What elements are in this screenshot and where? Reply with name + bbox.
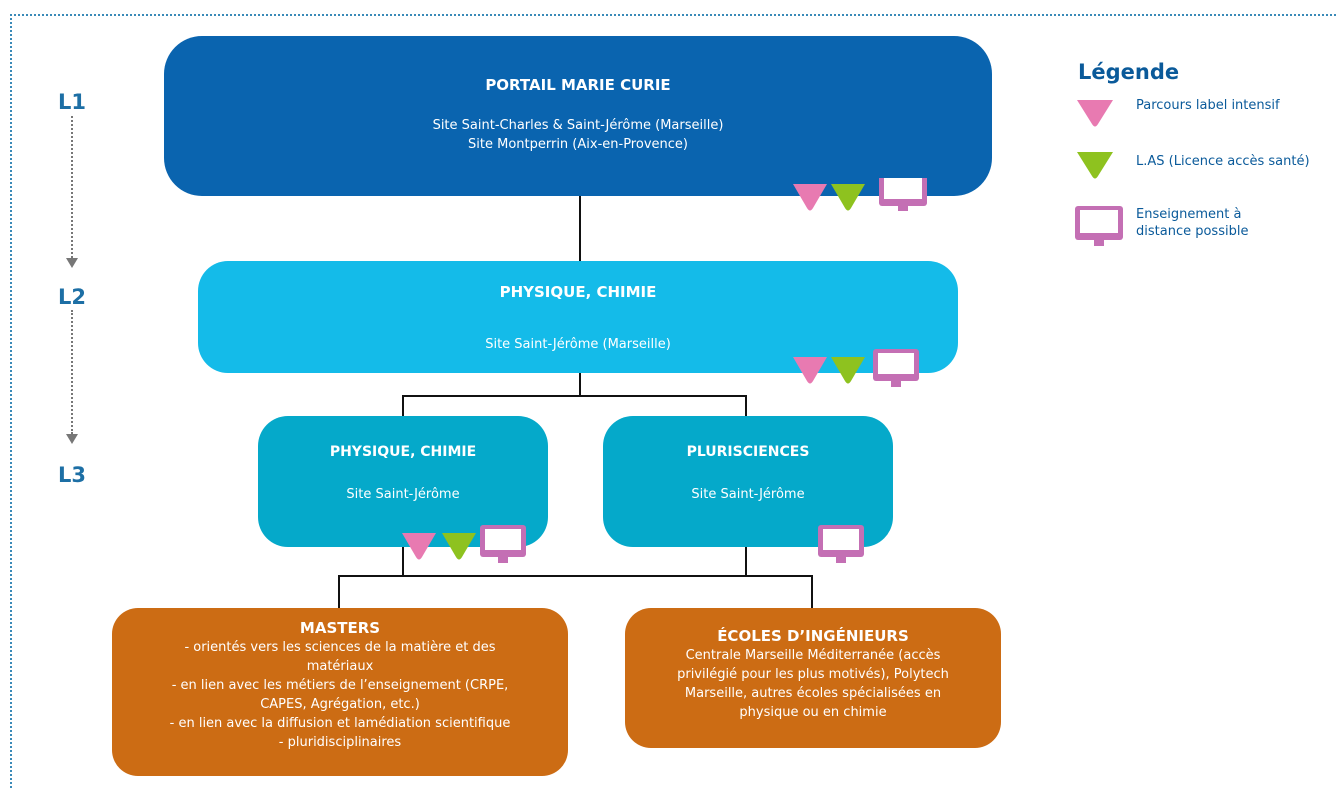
masters-line: matériaux <box>306 659 374 674</box>
masters-box: MASTERS - orientés vers les sciences de … <box>112 608 568 776</box>
portail-site-line-2: Site Montperrin (Aix-en-Provence) <box>468 137 688 152</box>
pink-triangle-icon <box>402 533 436 560</box>
l2-title: PHYSIQUE, CHIMIE <box>499 283 657 301</box>
portail-badges <box>793 178 927 211</box>
pink-triangle-icon <box>793 184 827 211</box>
portail-marie-curie-box: PORTAIL MARIE CURIE Site Saint-Charles &… <box>164 36 992 196</box>
green-triangle-icon <box>1077 152 1113 179</box>
level-connector-l2-l3 <box>71 310 73 434</box>
portail-site-line-1: Site Saint-Charles & Saint-Jérôme (Marse… <box>432 118 724 133</box>
monitor-icon <box>873 349 919 387</box>
masters-title: MASTERS <box>299 619 381 637</box>
masters-line: - pluridisciplinaires <box>278 735 402 750</box>
pink-triangle-icon <box>793 357 827 384</box>
connector-bottom-horizontal <box>338 575 813 577</box>
level-l3: L3 <box>58 463 86 487</box>
monitor-icon <box>1075 206 1123 246</box>
frame-left-border <box>10 14 12 788</box>
l2-badges <box>793 349 919 387</box>
monitor-icon <box>480 525 526 563</box>
legend-title: Légende <box>1078 60 1180 84</box>
pink-triangle-icon <box>1077 100 1113 127</box>
ecoles-line: privilégié pour les plus motivés), Polyt… <box>677 667 949 682</box>
legend-item-label: Enseignement à distance possible <box>1136 207 1249 239</box>
monitor-icon <box>818 525 864 563</box>
connector-to-masters <box>338 575 340 609</box>
ecoles-line: physique ou en chimie <box>739 705 887 720</box>
connector-l3-right-down <box>745 546 747 576</box>
masters-line: - orientés vers les sciences de la matiè… <box>184 640 496 655</box>
level-connector-l1-l2 <box>71 116 73 258</box>
legend-item-label: Parcours label intensif <box>1136 98 1280 113</box>
level-l1: L1 <box>58 90 86 114</box>
legend-item-label: L.AS (Licence accès santé) <box>1136 154 1310 169</box>
connector-l3-horizontal <box>402 395 747 397</box>
connector-l1-l2 <box>579 195 581 261</box>
connector-l2-split <box>579 372 581 396</box>
connector-l3-left-down <box>402 546 404 576</box>
portail-title: PORTAIL MARIE CURIE <box>485 76 671 94</box>
monitor-icon <box>879 178 927 211</box>
green-triangle-icon <box>442 533 476 560</box>
masters-line: - en lien avec les métiers de l’enseigne… <box>171 678 509 693</box>
green-triangle-icon <box>831 357 865 384</box>
l2-site: Site Saint-Jérôme (Marseille) <box>485 337 671 352</box>
l3-plurisciences-title: PLURISCIENCES <box>686 444 810 460</box>
l3-physchim-badges <box>402 525 526 563</box>
green-triangle-icon <box>831 184 865 211</box>
l3-plurisciences-badges <box>818 525 864 563</box>
connector-l3-right <box>745 395 747 417</box>
masters-line: - en lien avec la diffusion et lamédiati… <box>169 716 511 731</box>
l3-plurisciences-site: Site Saint-Jérôme <box>691 487 805 502</box>
ecoles-title: ÉCOLES D’INGÉNIEURS <box>717 627 909 645</box>
frame-top-border <box>10 14 1336 16</box>
l2-physique-chimie-box: PHYSIQUE, CHIMIE Site Saint-Jérôme (Mars… <box>198 261 958 373</box>
level-l2: L2 <box>58 285 86 309</box>
l3-physchim-title: PHYSIQUE, CHIMIE <box>329 444 477 460</box>
l3-physchim-site: Site Saint-Jérôme <box>346 487 460 502</box>
ecoles-ingenieurs-box: ÉCOLES D’INGÉNIEURS Centrale Marseille M… <box>625 608 1001 748</box>
connector-l3-left <box>402 395 404 417</box>
masters-line: CAPES, Agrégation, etc.) <box>260 697 420 712</box>
ecoles-line: Marseille, autres écoles spécialisées en <box>684 686 942 701</box>
arrow-down-icon <box>66 434 78 444</box>
connector-to-ecoles <box>811 575 813 609</box>
arrow-down-icon <box>66 258 78 268</box>
ecoles-line: Centrale Marseille Méditerranée (accès <box>685 648 941 663</box>
